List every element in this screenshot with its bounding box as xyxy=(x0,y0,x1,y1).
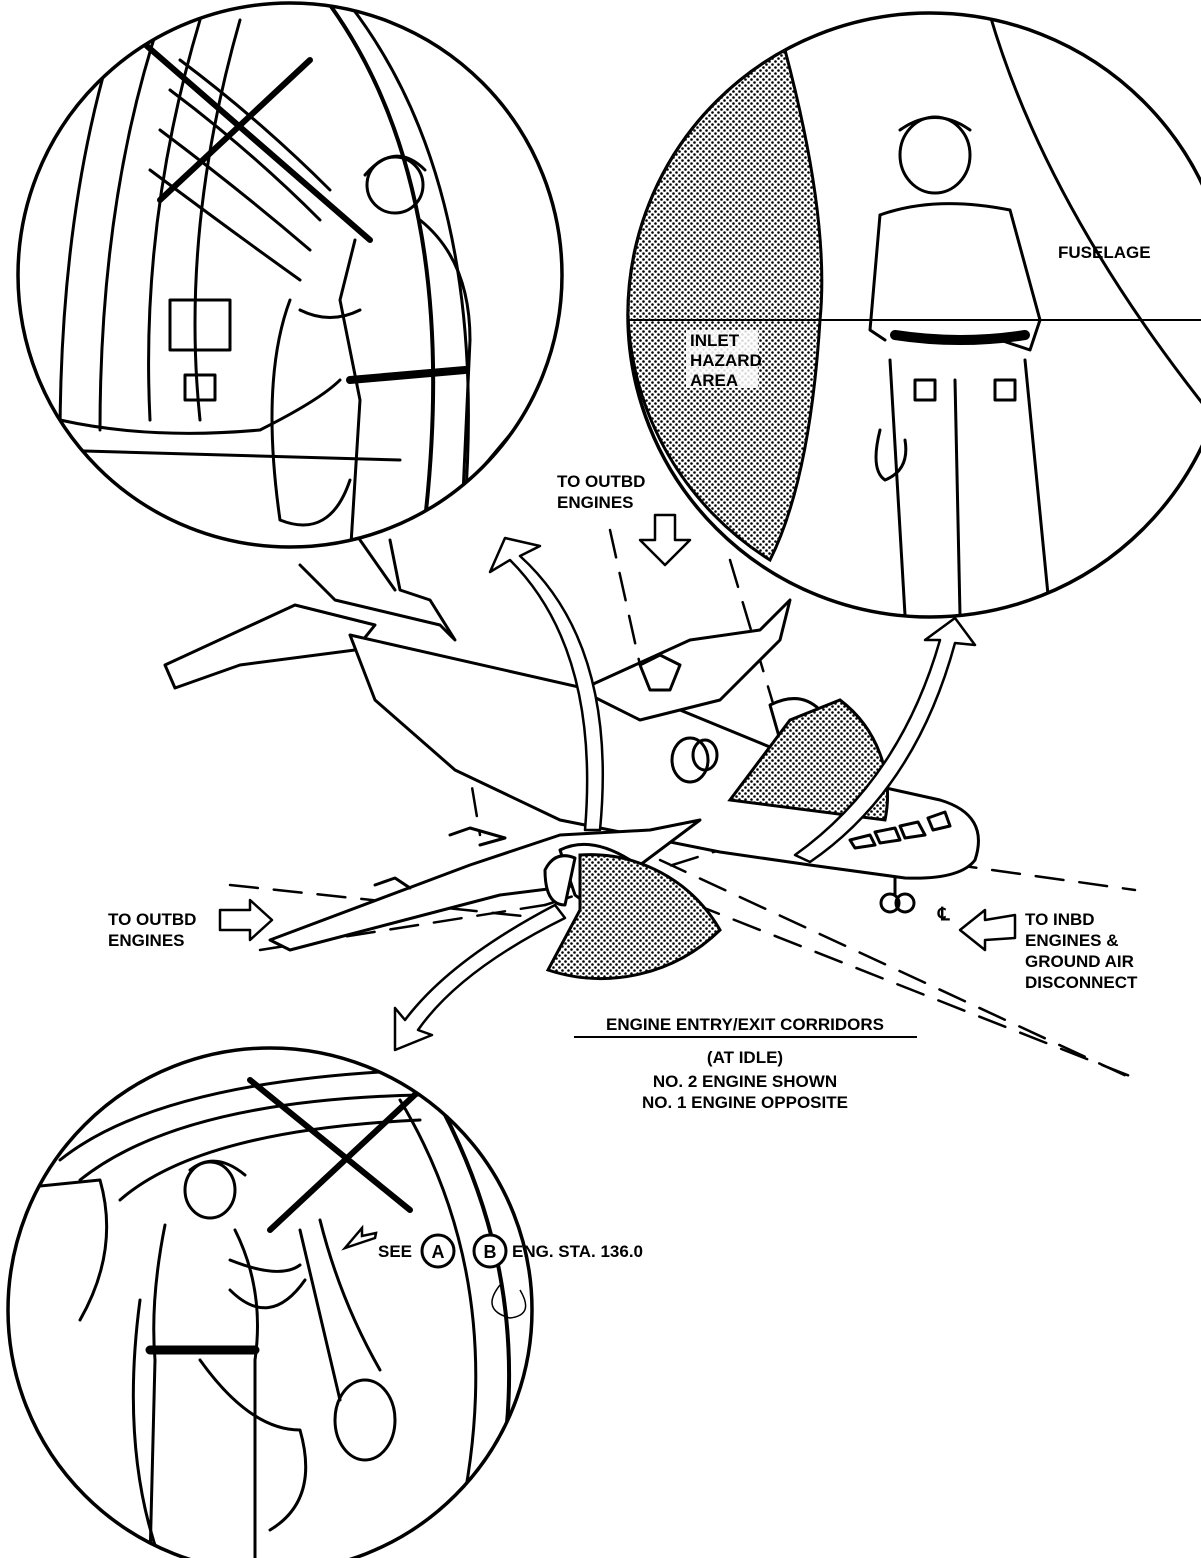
svg-text:TO INBD: TO INBD xyxy=(1025,910,1095,929)
caption-line3: NO. 1 ENGINE OPPOSITE xyxy=(642,1093,848,1112)
label-callout-b: B xyxy=(484,1242,497,1262)
aircraft-drawing xyxy=(165,530,1140,1080)
inlet-hazard-area xyxy=(628,50,822,560)
detail-view-top-left xyxy=(18,3,562,560)
detail-view-top-right xyxy=(628,13,1201,617)
label-to-outbd-top: TO OUTBD ENGINES xyxy=(557,472,645,512)
caption-block: ENGINE ENTRY/EXIT CORRIDORS (AT IDLE) NO… xyxy=(574,1015,917,1112)
label-to-outbd-left: TO OUTBD ENGINES xyxy=(108,910,196,950)
detail-view-bottom xyxy=(0,1048,532,1558)
svg-text:DISCONNECT: DISCONNECT xyxy=(1025,973,1138,992)
centerline-symbol: ℄ xyxy=(937,904,950,924)
to-outbd-left-arrow xyxy=(220,900,272,940)
caption-line1: (AT IDLE) xyxy=(707,1048,783,1067)
svg-text:GROUND AIR: GROUND AIR xyxy=(1025,952,1134,971)
svg-text:ENGINES: ENGINES xyxy=(108,931,185,950)
label-to-inbd: TO INBD ENGINES & GROUND AIR DISCONNECT xyxy=(1025,910,1138,992)
to-outbd-top-arrow xyxy=(640,515,690,565)
label-see: SEE xyxy=(378,1242,412,1261)
svg-text:TO OUTBD: TO OUTBD xyxy=(557,472,645,491)
caption-title: ENGINE ENTRY/EXIT CORRIDORS xyxy=(606,1015,884,1034)
arrow-to-bottom-view xyxy=(395,905,565,1050)
svg-text:AREA: AREA xyxy=(690,371,738,390)
label-inlet-hazard-area: INLET HAZARD AREA xyxy=(686,330,762,390)
svg-text:HAZARD: HAZARD xyxy=(690,351,762,370)
svg-text:ENGINES: ENGINES xyxy=(557,493,634,512)
svg-text:ENGINES &: ENGINES & xyxy=(1025,931,1119,950)
caption-line2: NO. 2 ENGINE SHOWN xyxy=(653,1072,837,1091)
horizontal-stabilizer xyxy=(165,605,375,688)
label-fuselage: FUSELAGE xyxy=(1058,243,1151,262)
svg-text:TO OUTBD: TO OUTBD xyxy=(108,910,196,929)
right-wing xyxy=(580,600,790,720)
svg-text:INLET: INLET xyxy=(690,331,740,350)
label-callout-a: A xyxy=(432,1242,445,1262)
tail-fin xyxy=(300,540,455,640)
label-eng-sta: ENG. STA. 136.0 xyxy=(512,1242,643,1261)
to-inbd-arrow xyxy=(960,910,1015,950)
